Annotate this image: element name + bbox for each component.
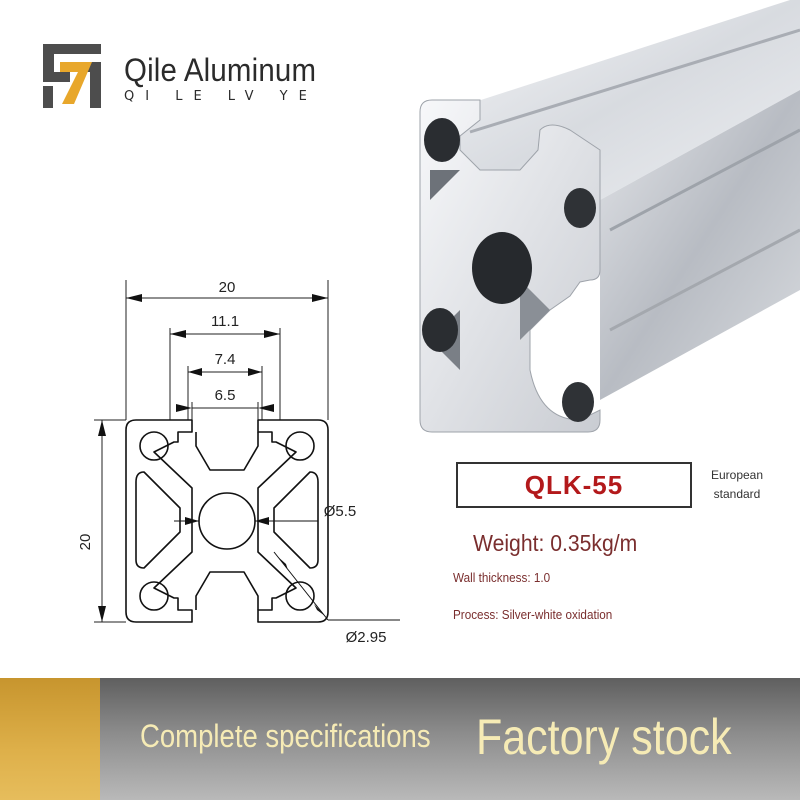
dim-corner-hole-label: Ø2.95 [346, 629, 387, 646]
brand-logo-icon [43, 44, 101, 108]
banner-left-text: Complete specifications [140, 718, 431, 754]
brand-subtitle: QI LE LV YE [124, 89, 318, 104]
wall-thickness-spec: Wall thickness: 1.0 [453, 570, 551, 585]
dim-height-label: 20 [77, 534, 94, 551]
dim-center-hole-label: Ø5.5 [324, 503, 357, 520]
dim-slot-mid-label: 7.4 [215, 351, 236, 368]
brand-name: Qile Aluminum [124, 52, 317, 88]
standard-label: European standard [702, 466, 772, 504]
standard-line-1: European [710, 468, 764, 482]
cross-section-drawing: 20 11.1 7.4 6.5 20 Ø5.5 Ø2.95 [77, 279, 400, 646]
banner-right-text: Factory stock [476, 709, 732, 765]
model-box: QLK-55 [456, 462, 692, 508]
dim-slot-inner-label: 6.5 [215, 387, 236, 404]
model-number: QLK-55 [524, 469, 624, 500]
dim-slot-outer-label: 11.1 [211, 313, 239, 330]
dim-width-label: 20 [219, 279, 236, 296]
profile-render-image [419, 0, 800, 433]
standard-line-2: standard [713, 487, 761, 501]
bottom-banner: Complete specifications Factory stock [0, 678, 800, 800]
banner-accent [0, 678, 100, 800]
weight-spec: Weight: 0.35kg/m [473, 530, 638, 556]
process-spec: Process: Silver-white oxidation [453, 607, 613, 622]
